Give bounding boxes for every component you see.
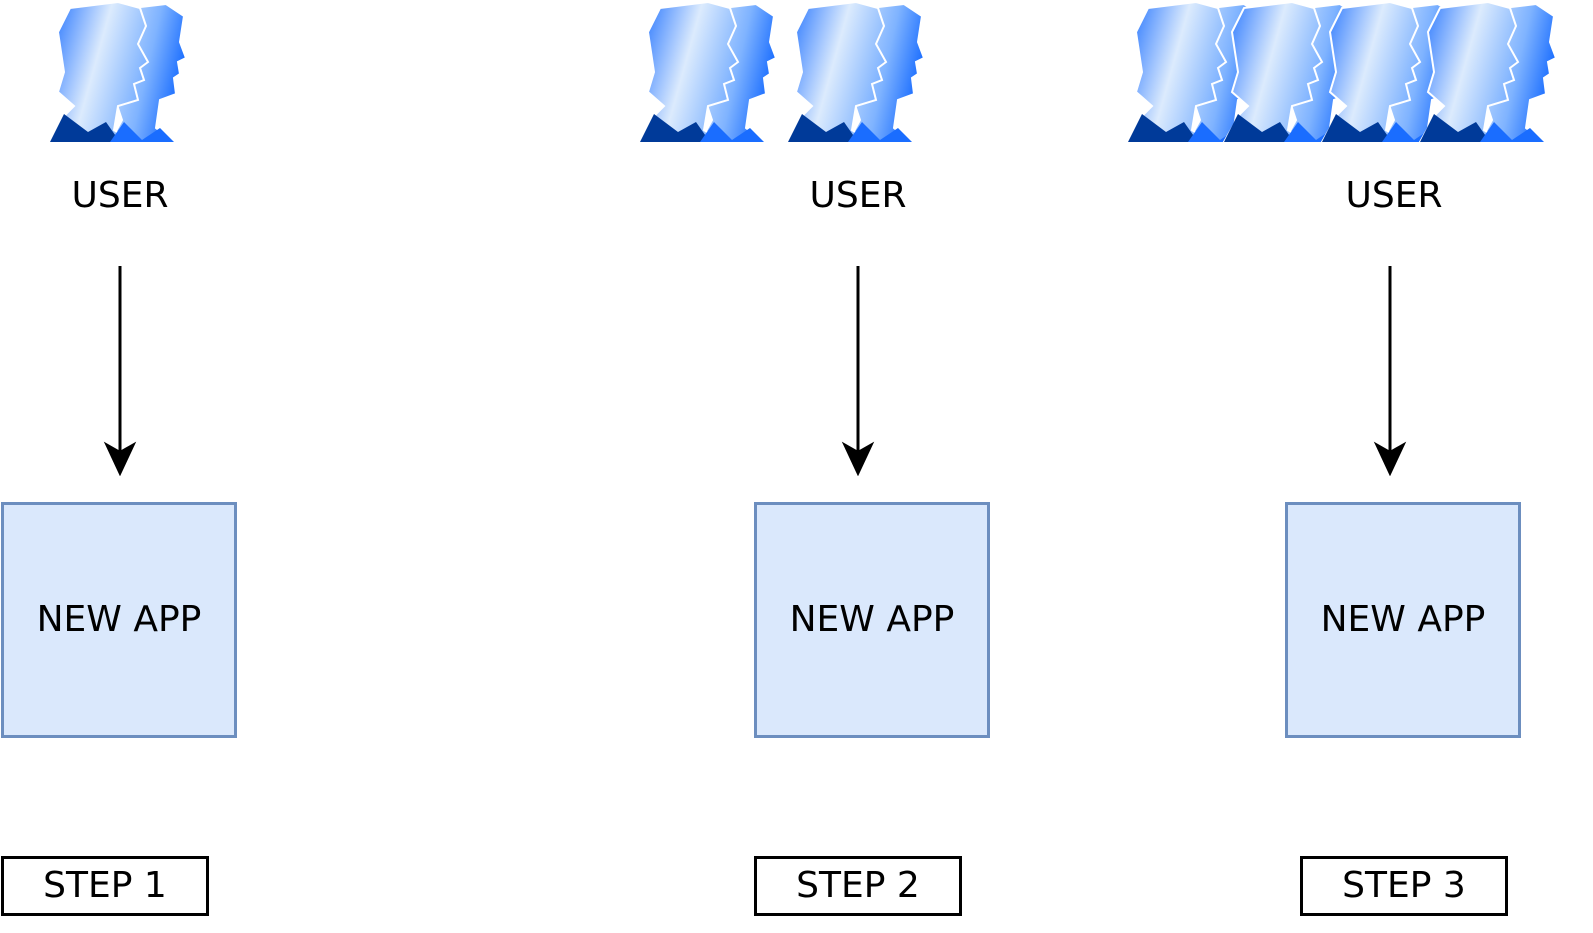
user-group-icon	[1418, 2, 1558, 144]
arrow-down-icon	[838, 266, 878, 476]
app-label: NEW APP	[1320, 599, 1486, 640]
step-1-column: USER NEW APP STEP 1	[0, 0, 240, 933]
arrow-down-icon	[100, 266, 140, 476]
new-app-box: NEW APP	[1, 502, 237, 738]
step-1-label-box: STEP 1	[1, 856, 209, 916]
user-label: USER	[809, 175, 907, 216]
new-app-box: NEW APP	[1285, 502, 1521, 738]
app-label: NEW APP	[789, 599, 955, 640]
app-label: NEW APP	[36, 599, 202, 640]
step-3-label-box: STEP 3	[1300, 856, 1508, 916]
user-label: USER	[71, 175, 169, 216]
user-group-icon	[786, 2, 926, 144]
user-group-icon	[638, 2, 778, 144]
new-app-box: NEW APP	[754, 502, 990, 738]
step-label: STEP 3	[1342, 865, 1466, 906]
user-label: USER	[1345, 175, 1443, 216]
arrow-down-icon	[1370, 266, 1410, 476]
step-2-column: USER NEW APP STEP 2	[638, 2, 990, 916]
step-2-label-box: STEP 2	[754, 856, 962, 916]
step-label: STEP 1	[43, 865, 167, 906]
step-label: STEP 2	[796, 865, 920, 906]
user-group-icon	[48, 2, 188, 144]
